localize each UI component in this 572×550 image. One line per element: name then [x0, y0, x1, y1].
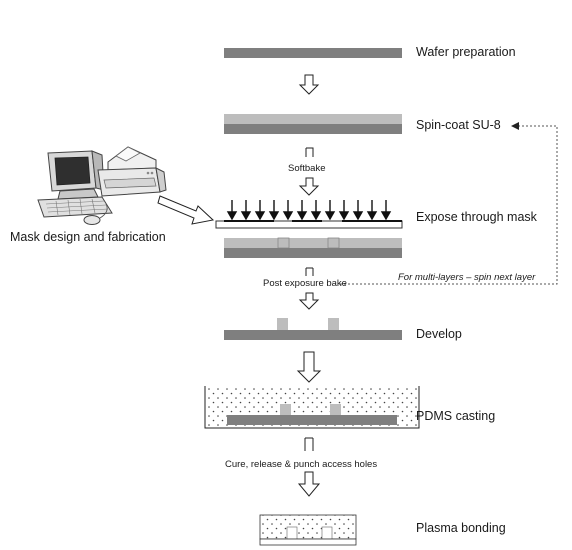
transition-label-cure-release: Cure, release & punch access holes — [225, 459, 378, 470]
step-label-expose: Expose through mask — [416, 210, 537, 224]
wafer-preparation-stack — [224, 48, 402, 58]
su8-layer — [224, 238, 402, 248]
su8-feature — [277, 318, 288, 330]
glass-substrate — [259, 538, 357, 546]
su8-feature — [280, 404, 291, 415]
multi-layer-loop-line — [340, 122, 558, 285]
step-label-plasma-bonding: Plasma bonding — [416, 521, 506, 535]
wafer — [227, 415, 397, 425]
step-label-spin-coat: Spin-coat SU-8 — [416, 118, 501, 132]
photomask — [215, 220, 403, 229]
keyboard-icon — [37, 196, 113, 218]
computer-printer-illustration — [37, 146, 167, 225]
wafer — [224, 248, 402, 258]
wafer — [224, 330, 402, 340]
mask-input-arrow — [157, 195, 215, 225]
process-arrow-2 — [306, 147, 314, 157]
developed-stack — [224, 318, 402, 340]
step-label-pdms-casting: PDMS casting — [416, 409, 496, 423]
computer-icon — [47, 150, 105, 200]
transition-label-post-exposure-bake: Post exposure bake — [263, 278, 347, 289]
process-arrow-3-head — [298, 292, 320, 310]
wafer — [224, 124, 402, 134]
process-arrow-1 — [298, 74, 320, 95]
process-arrow-4 — [296, 351, 322, 383]
transition-label-softbake: Softbake — [288, 163, 326, 174]
process-arrow-2-head — [298, 177, 320, 196]
pdms-casting-stack — [204, 386, 420, 429]
su8-feature — [328, 318, 339, 330]
mask-design-label: Mask design and fabrication — [10, 230, 166, 244]
uv-exposure-arrows — [226, 200, 392, 221]
process-arrow-5-head — [297, 471, 321, 497]
mouse-icon — [83, 203, 108, 225]
printer-icon — [97, 146, 167, 197]
step-label-wafer-preparation: Wafer preparation — [416, 45, 516, 59]
casting-container — [204, 386, 420, 429]
wafer — [224, 48, 402, 58]
multi-layer-note: For multi-layers – spin next layer — [398, 272, 536, 283]
channel — [321, 526, 333, 540]
step-label-develop: Develop — [416, 327, 462, 341]
su8-layer — [224, 114, 402, 124]
pdms-slab — [259, 514, 357, 540]
su8-feature — [330, 404, 341, 415]
spin-coat-stack — [224, 114, 402, 134]
exposed-stack — [224, 237, 402, 258]
bonded-device — [259, 514, 357, 546]
channel — [286, 526, 298, 540]
